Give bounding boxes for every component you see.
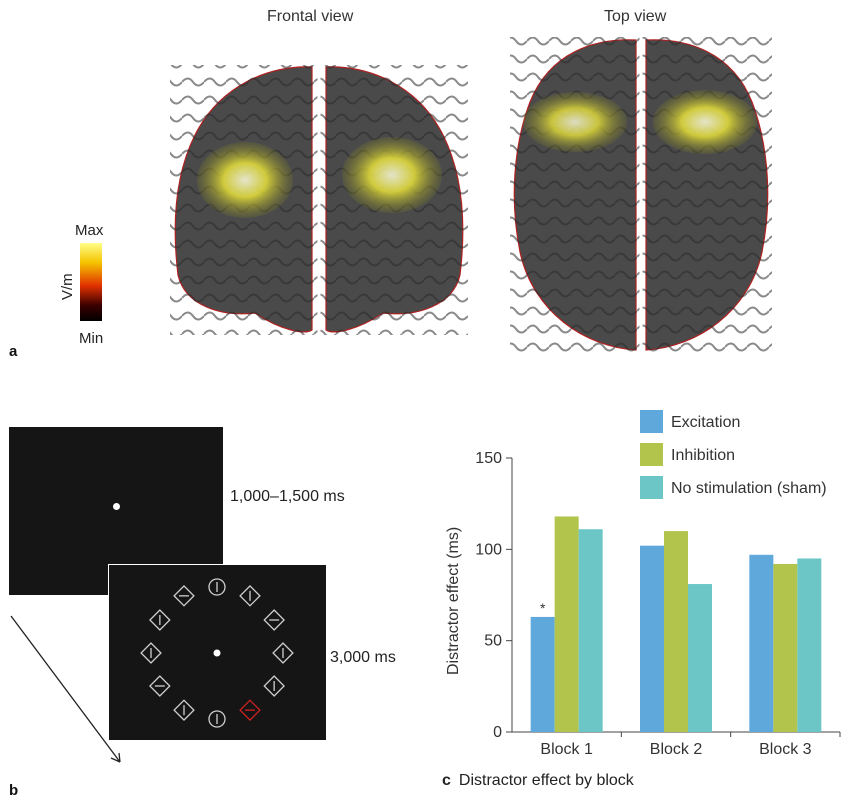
search-item	[263, 675, 285, 697]
search-item	[208, 578, 226, 596]
search-item	[263, 609, 285, 631]
search-screen	[108, 564, 327, 741]
legend-label: Excitation	[671, 414, 740, 431]
search-item	[239, 585, 261, 607]
fixation-dot	[113, 503, 120, 510]
search-item	[173, 699, 195, 721]
legend-swatch	[640, 443, 663, 466]
legend-label: Inhibition	[671, 447, 735, 464]
panel-c-caption: c Distractor effect by block	[442, 772, 634, 790]
search-item	[173, 585, 195, 607]
panel-a-letter: a	[9, 343, 18, 360]
x-tick-label: Block 2	[650, 741, 703, 758]
y-tick-label: 150	[475, 450, 502, 467]
bar-no	[688, 584, 712, 732]
bar-inhibition	[773, 563, 798, 732]
x-tick-label: Block 1	[540, 741, 593, 758]
colorbar-min-label: Min	[79, 330, 104, 347]
top-brain-image	[510, 37, 772, 354]
chart-bars: *	[530, 516, 822, 732]
time-arrow	[10, 615, 121, 763]
bar-inhibition	[664, 531, 688, 732]
fixation-duration-label: 1,000–1,500 ms	[230, 488, 345, 505]
colorbar	[80, 243, 102, 321]
x-tick-label: Block 3	[759, 741, 812, 758]
search-item	[140, 642, 162, 664]
bar-excitation	[749, 554, 774, 732]
bar-no	[797, 558, 822, 732]
legend-swatch	[640, 410, 663, 433]
search-duration-label: 3,000 ms	[330, 649, 396, 666]
colorbar-max-label: Max	[75, 222, 104, 239]
legend-swatch	[640, 476, 663, 499]
y-tick-label: 100	[475, 541, 502, 558]
panel-c-caption-text: Distractor effect by block	[458, 772, 634, 789]
panel-b-letter: b	[9, 782, 19, 799]
search-fixation-dot	[213, 649, 221, 657]
bar-excitation	[530, 616, 555, 732]
frontal-brain-image	[170, 63, 468, 335]
search-item	[272, 642, 294, 664]
frontal-view-title: Frontal view	[267, 8, 354, 25]
bar-excitation	[640, 545, 664, 732]
y-tick-label: 50	[484, 633, 502, 650]
y-tick-label: 0	[493, 724, 502, 741]
search-item	[208, 710, 226, 728]
y-axis-label: Distractor effect (ms)	[445, 527, 462, 675]
search-item	[149, 609, 171, 631]
colorbar-unit-label: V/m	[59, 273, 76, 300]
bar-no	[578, 529, 603, 732]
search-array	[140, 578, 294, 728]
top-view-title: Top view	[604, 8, 667, 25]
significance-annotation: *	[540, 600, 546, 616]
legend-label: No stimulation (sham)	[671, 480, 827, 497]
bar-inhibition	[554, 516, 579, 732]
panel-c-letter: c	[442, 772, 451, 789]
search-target-item	[239, 699, 261, 721]
search-item	[149, 675, 171, 697]
